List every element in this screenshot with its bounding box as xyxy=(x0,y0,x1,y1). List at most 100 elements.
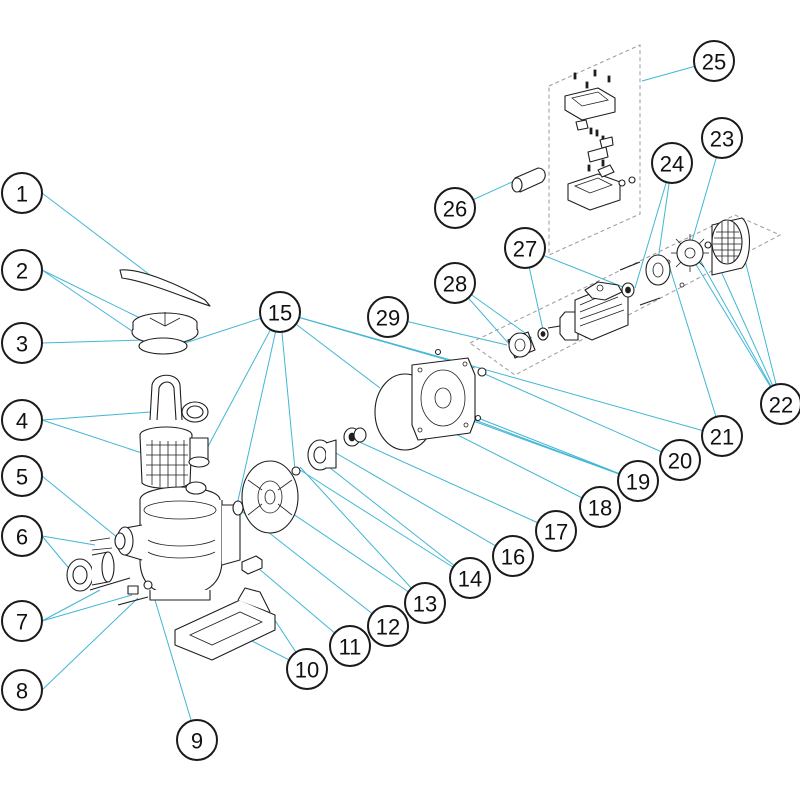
part-19-seal-plate xyxy=(411,357,476,441)
callout-12: 12 xyxy=(367,605,409,647)
part-19-bolt xyxy=(474,414,482,422)
part-4-basket xyxy=(139,374,193,489)
callout-23: 23 xyxy=(701,117,743,159)
part-27-bearing-front xyxy=(537,327,549,341)
callout-17: 17 xyxy=(535,510,577,552)
callout-circle xyxy=(434,187,476,229)
callout-number: 6 xyxy=(16,525,28,550)
callout-number: 3 xyxy=(16,332,28,357)
callout-circle xyxy=(659,439,701,481)
callout-11: 11 xyxy=(329,625,371,667)
callout-7: 7 xyxy=(1,600,43,642)
part-21-tie-rods xyxy=(619,259,685,306)
callout-2: 2 xyxy=(1,249,43,291)
callout-number: 2 xyxy=(16,259,28,284)
callout-number: 5 xyxy=(16,465,28,490)
callout-number: 29 xyxy=(376,306,400,331)
callout-number: 14 xyxy=(458,567,482,592)
part-13-diffuser-cover xyxy=(241,460,299,534)
callout-number: 11 xyxy=(339,635,362,660)
callout-16: 16 xyxy=(492,535,534,577)
part-3-lid-oring xyxy=(138,337,188,355)
callout-circle xyxy=(1,515,43,557)
callout-circle xyxy=(449,557,491,599)
callout-27: 27 xyxy=(504,227,546,269)
part-23-fan xyxy=(671,234,709,272)
callout-number: 12 xyxy=(376,615,400,640)
callout-1: 1 xyxy=(1,172,43,214)
callout-circle xyxy=(1,600,43,642)
callout-20: 20 xyxy=(659,439,701,481)
callout-circle xyxy=(404,582,446,624)
callout-14: 14 xyxy=(449,557,491,599)
callout-circle xyxy=(701,415,743,457)
callout-circle xyxy=(617,460,659,502)
callout-circle xyxy=(1,399,43,441)
callout-circle xyxy=(535,510,577,552)
callout-15: 15 xyxy=(259,291,301,333)
callout-3: 3 xyxy=(1,322,43,364)
part-12-oring xyxy=(232,500,244,516)
part-26-capacitor xyxy=(511,167,546,193)
part-5-union-oring xyxy=(114,532,126,550)
part-28-motor-flange xyxy=(507,331,536,359)
leader-lines xyxy=(41,60,782,741)
part-7-drain-plugs xyxy=(89,577,153,595)
callout-28: 28 xyxy=(434,262,476,304)
part-14-washer xyxy=(291,466,301,476)
part-19-bolt xyxy=(434,348,442,356)
callout-13: 13 xyxy=(404,582,446,624)
callout-circle xyxy=(329,625,371,667)
callout-labels: 1234567891011121314151617181920212223242… xyxy=(1,40,800,761)
part-16-impeller xyxy=(307,439,337,471)
callout-circle xyxy=(651,142,693,184)
callout-circle xyxy=(176,719,218,761)
callout-8: 8 xyxy=(1,669,43,711)
callout-number: 25 xyxy=(702,50,726,75)
callout-number: 18 xyxy=(588,496,612,521)
callout-25: 25 xyxy=(693,40,735,82)
callout-number: 7 xyxy=(16,610,28,635)
callout-number: 22 xyxy=(769,393,793,418)
part-10-base xyxy=(174,587,276,661)
callout-number: 10 xyxy=(295,658,319,683)
callout-5: 5 xyxy=(1,455,43,497)
part-24-rear-flange xyxy=(645,254,671,286)
callout-number: 17 xyxy=(544,520,568,545)
callout-circle xyxy=(504,227,546,269)
callout-circle xyxy=(579,486,621,528)
part-1-lid-wrench xyxy=(119,269,211,307)
pump-housing xyxy=(116,481,241,601)
part-25-electrical-box xyxy=(564,69,636,211)
callout-21: 21 xyxy=(701,415,743,457)
pump-parts xyxy=(66,69,751,661)
callout-18: 18 xyxy=(579,486,621,528)
union-nut-top xyxy=(181,401,210,468)
electrical-box-frame xyxy=(548,44,641,256)
callout-number: 15 xyxy=(268,301,292,326)
callout-number: 23 xyxy=(710,127,734,152)
callout-6: 6 xyxy=(1,515,43,557)
callout-number: 21 xyxy=(710,425,734,450)
part-11-spacer xyxy=(241,555,263,575)
callout-circle xyxy=(1,172,43,214)
callout-number: 28 xyxy=(443,272,467,297)
callout-circle xyxy=(1,455,43,497)
callout-number: 1 xyxy=(16,182,28,207)
callout-number: 9 xyxy=(191,729,203,754)
callout-circle xyxy=(367,605,409,647)
callout-circle xyxy=(286,648,328,690)
callout-number: 16 xyxy=(501,545,525,570)
part-6-union xyxy=(66,537,115,592)
callout-circle xyxy=(1,669,43,711)
callout-26: 26 xyxy=(434,187,476,229)
callout-number: 26 xyxy=(443,197,467,222)
callout-number: 8 xyxy=(16,679,28,704)
callout-19: 19 xyxy=(617,460,659,502)
callout-circle xyxy=(760,383,800,425)
part-2-lid xyxy=(131,312,199,345)
callout-number: 19 xyxy=(626,470,650,495)
callout-29: 29 xyxy=(367,296,409,338)
callout-circle xyxy=(693,40,735,82)
